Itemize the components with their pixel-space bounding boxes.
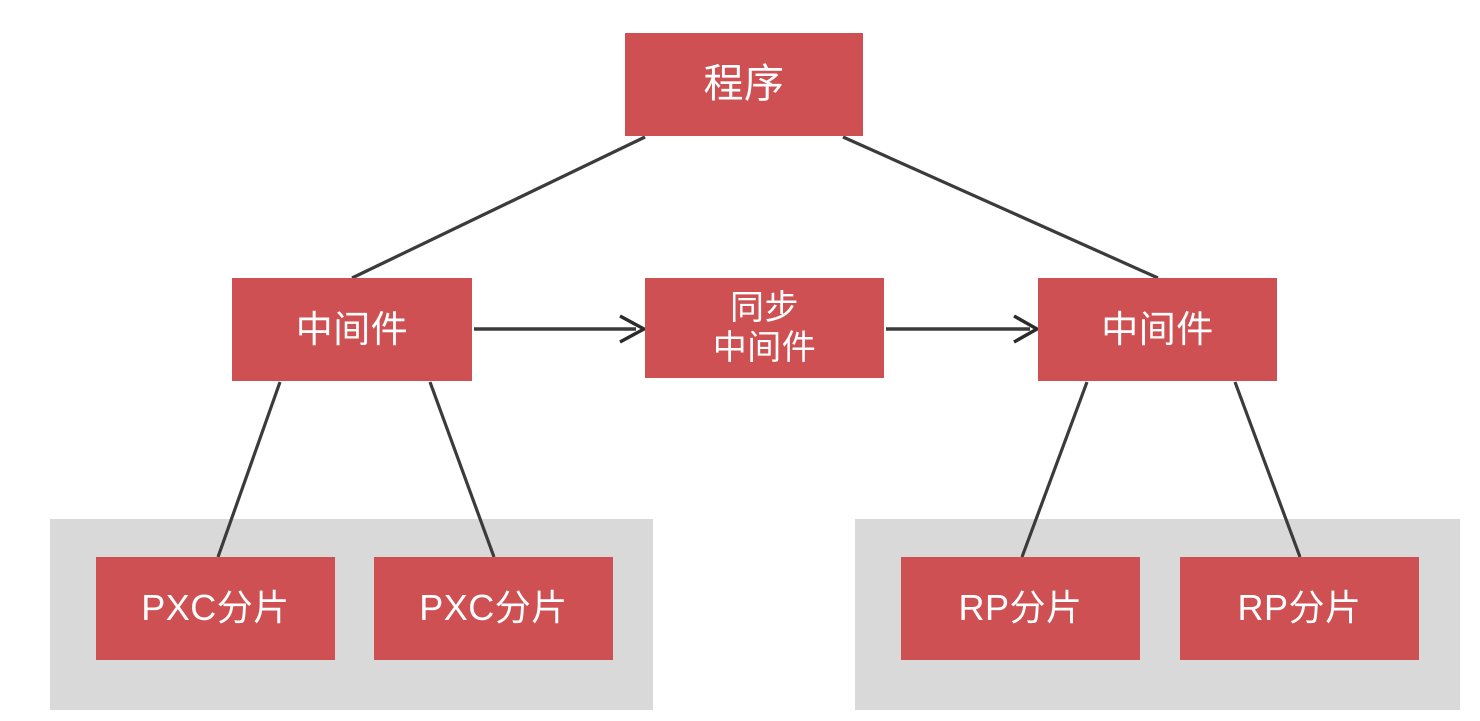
node-pxc-shard-2[interactable]: PXC分片 bbox=[374, 557, 613, 660]
node-pxc-shard-2-label: PXC分片 bbox=[419, 587, 568, 629]
node-rp-shard-2-label: RP分片 bbox=[1237, 587, 1362, 629]
node-rp-shard-1[interactable]: RP分片 bbox=[901, 557, 1140, 660]
node-sync-middleware-label: 同步 中间件 bbox=[712, 288, 817, 367]
node-middleware-right-label: 中间件 bbox=[1101, 308, 1214, 350]
node-rp-shard-2[interactable]: RP分片 bbox=[1180, 557, 1419, 660]
node-middleware-right[interactable]: 中间件 bbox=[1038, 278, 1277, 381]
node-middleware-left[interactable]: 中间件 bbox=[232, 278, 472, 381]
node-sync-middleware[interactable]: 同步 中间件 bbox=[645, 278, 884, 378]
node-application-label: 程序 bbox=[703, 61, 785, 106]
node-application[interactable]: 程序 bbox=[625, 33, 863, 136]
node-pxc-shard-1-label: PXC分片 bbox=[141, 587, 290, 629]
node-middleware-left-label: 中间件 bbox=[295, 308, 409, 350]
arrowhead-to-middleware-right bbox=[1013, 314, 1041, 344]
edge-application-to-middleware-left bbox=[351, 135, 646, 280]
edge-application-to-middleware-right bbox=[842, 135, 1159, 280]
node-pxc-shard-1[interactable]: PXC分片 bbox=[96, 557, 335, 660]
node-rp-shard-1-label: RP分片 bbox=[958, 587, 1083, 629]
arrowhead-to-sync bbox=[619, 314, 648, 344]
